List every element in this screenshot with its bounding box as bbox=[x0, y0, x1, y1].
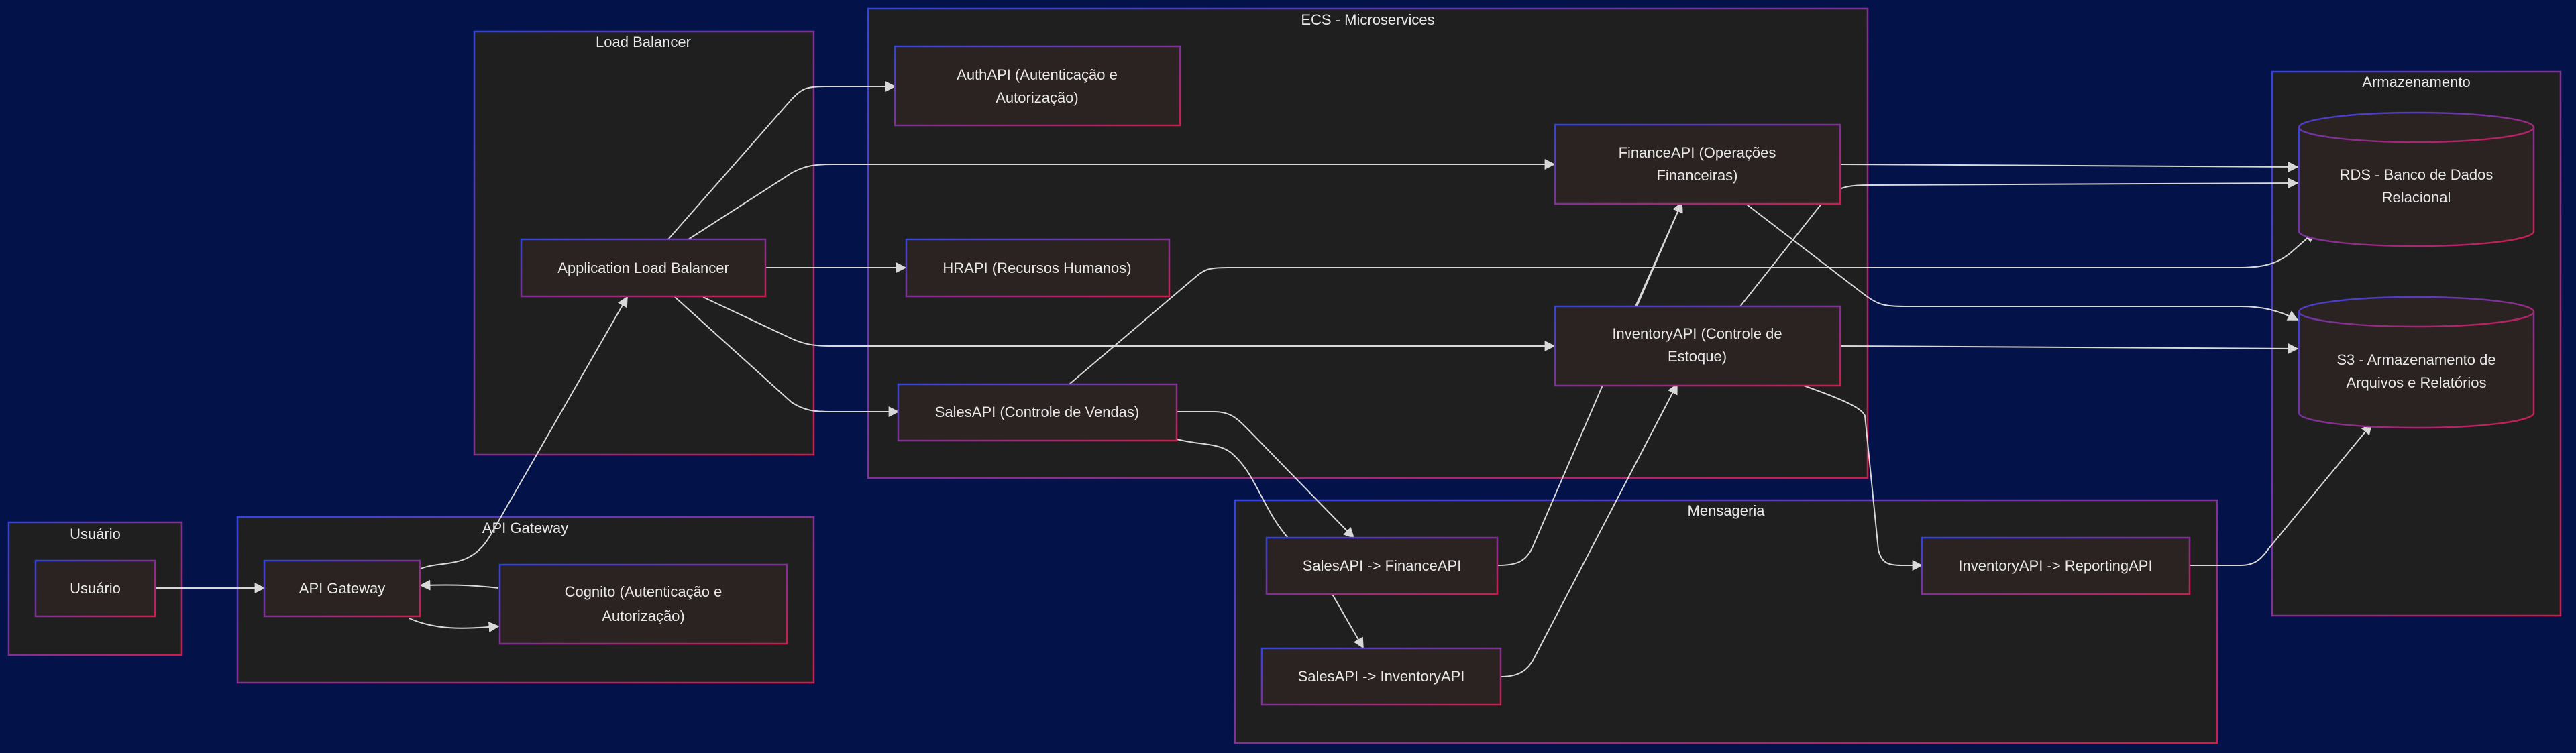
edge-salesapi-rds bbox=[1069, 231, 2316, 385]
cluster-api-gateway-title: API Gateway bbox=[482, 520, 568, 536]
node-hrapi-label: HRAPI (Recursos Humanos) bbox=[943, 259, 1131, 276]
node-api-gateway[interactable]: API Gateway bbox=[263, 559, 421, 618]
node-alb[interactable]: Application Load Balancer bbox=[520, 238, 767, 298]
node-financeapi-label-line2: Financeiras) bbox=[1656, 167, 1737, 184]
node-inventoryapi-label-line1: InventoryAPI (Controle de bbox=[1612, 325, 1782, 342]
node-inventory-reporting[interactable]: InventoryAPI -> ReportingAPI bbox=[1921, 536, 2191, 595]
edge-salesfinance-financeapi bbox=[1497, 201, 1683, 566]
cluster-load-balancer-title: Load Balancer bbox=[596, 34, 691, 50]
cluster-mensageria: Mensageria bbox=[1234, 499, 2218, 744]
node-hrapi[interactable]: HRAPI (Recursos Humanos) bbox=[905, 238, 1171, 298]
edge-apigateway-cognito bbox=[409, 618, 500, 633]
cluster-usuario-title: Usuário bbox=[70, 526, 121, 542]
node-s3-storage[interactable]: S3 - Armazenamento de Arquivos e Relatór… bbox=[2298, 296, 2535, 429]
node-authapi[interactable]: AuthAPI (Autenticação e Autorização) bbox=[894, 45, 1181, 127]
node-rds-label-line2: Relacional bbox=[2382, 189, 2451, 206]
cluster-mensageria-title: Mensageria bbox=[1688, 502, 1766, 519]
edge-alb-authapi bbox=[667, 81, 896, 240]
node-sales-inventory-label: SalesAPI -> InventoryAPI bbox=[1298, 668, 1465, 685]
node-sales-finance[interactable]: SalesAPI -> FinanceAPI bbox=[1265, 536, 1499, 595]
node-inventoryapi[interactable]: InventoryAPI (Controle de Estoque) bbox=[1554, 305, 1841, 387]
edge-cognito-apigateway bbox=[419, 579, 499, 591]
edge-salesapi-salesfinance bbox=[1177, 411, 1355, 539]
cluster-armazenamento-title: Armazenamento bbox=[2362, 74, 2470, 91]
edge-financeapi-s3 bbox=[1743, 202, 2299, 321]
node-usuario[interactable]: Usuário bbox=[34, 559, 156, 618]
edge-salesinventory-inventoryapi bbox=[1501, 383, 1678, 677]
node-salesapi-label: SalesAPI (Controle de Vendas) bbox=[935, 404, 1140, 420]
node-cognito-label-line2: Autorização) bbox=[602, 607, 685, 624]
edge-financeapi-rds bbox=[1839, 161, 2299, 172]
edge-alb-salesapi bbox=[674, 296, 900, 417]
node-authapi-label-line1: AuthAPI (Autenticação e bbox=[957, 66, 1118, 83]
node-alb-label: Application Load Balancer bbox=[557, 259, 729, 276]
node-cognito-label-line1: Cognito (Autenticação e bbox=[565, 583, 722, 600]
edge-inventoryapi-inventoryreporting bbox=[1799, 384, 1923, 571]
node-cognito[interactable]: Cognito (Autenticação e Autorização) bbox=[498, 563, 788, 645]
cluster-ecs-title: ECS - Microservices bbox=[1301, 11, 1434, 28]
node-inventoryapi-label-line2: Estoque) bbox=[1668, 348, 1727, 365]
node-s3-label-line1: S3 - Armazenamento de bbox=[2337, 351, 2496, 368]
node-rds-label-line1: RDS - Banco de Dados bbox=[2340, 166, 2493, 183]
node-usuario-label: Usuário bbox=[70, 580, 121, 597]
node-financeapi[interactable]: FinanceAPI (Operações Financeiras) bbox=[1554, 123, 1841, 205]
node-api-gateway-label: API Gateway bbox=[299, 580, 385, 597]
edges bbox=[156, 81, 2373, 677]
node-salesapi[interactable]: SalesAPI (Controle de Vendas) bbox=[897, 383, 1178, 442]
node-financeapi-label-line1: FinanceAPI (Operações bbox=[1619, 144, 1776, 161]
edge-apigateway-alb bbox=[420, 296, 628, 569]
node-s3-label-line2: Arquivos e Relatórios bbox=[2346, 374, 2486, 391]
edge-alb-financeapi bbox=[688, 159, 1556, 240]
edge-inventoryapi-s3 bbox=[1839, 343, 2299, 354]
edge-inventoryapi-financeapi bbox=[1635, 201, 1683, 307]
node-sales-inventory[interactable]: SalesAPI -> InventoryAPI bbox=[1260, 647, 1502, 706]
node-authapi-label-line2: Autorização) bbox=[996, 89, 1079, 106]
edge-inventoryreporting-s3 bbox=[2190, 423, 2373, 566]
node-rds-database[interactable]: RDS - Banco de Dados Relacional bbox=[2298, 111, 2535, 247]
node-sales-finance-label: SalesAPI -> FinanceAPI bbox=[1303, 557, 1462, 574]
edge-alb-inventoryapi bbox=[702, 296, 1556, 351]
node-inventory-reporting-label: InventoryAPI -> ReportingAPI bbox=[1958, 557, 2152, 574]
